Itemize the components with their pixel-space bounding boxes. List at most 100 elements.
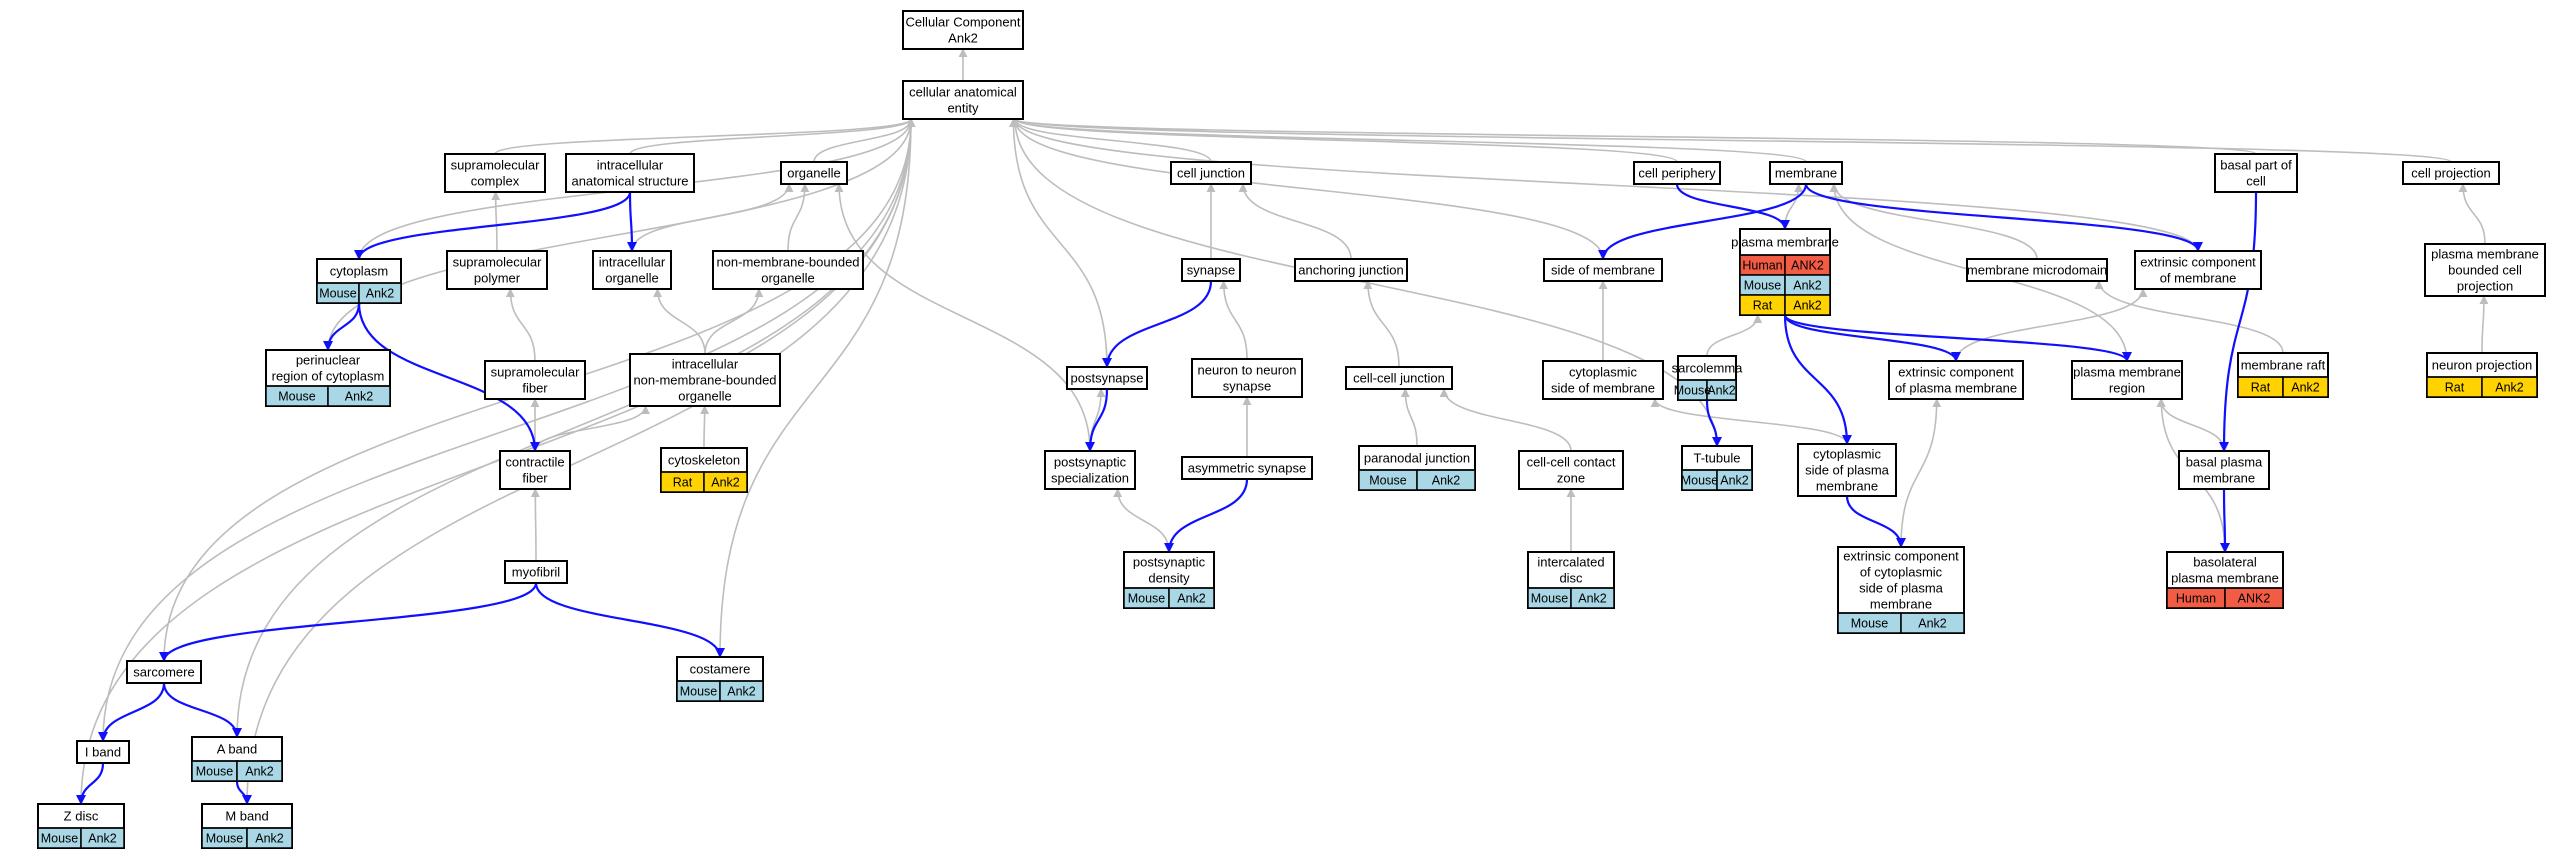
gene-label: Ank2 [1793, 279, 1822, 293]
node-label-line: basal part of [2220, 158, 2292, 173]
part-of-edge-myofibril-costamere [534, 582, 725, 658]
is-a-edge-sarcolemma-plasmamem [1706, 314, 1763, 357]
species-label: Mouse [278, 390, 316, 404]
is-a-edge-psd-pss [1113, 488, 1170, 553]
node-box [629, 353, 781, 407]
node-inmbo[interactable]: intracellularnon-membrane-boundedorganel… [629, 353, 781, 407]
species-label: Mouse [319, 287, 357, 301]
node-label-line: postsynaptic [1054, 455, 1127, 470]
is-a-edge-mband-cae [246, 118, 916, 805]
species-label: Mouse [1369, 474, 1407, 488]
node-label-line: membrane [1775, 166, 1837, 181]
part-of-edge-postsynapse-pss [1085, 388, 1109, 452]
node-synapse[interactable]: synapse [1181, 258, 1241, 282]
part-of-edge-basalpm-basolateral [2219, 488, 2230, 553]
species-label: Rat [2251, 381, 2271, 395]
gene-label: Ank2 [1432, 474, 1461, 488]
node-sarcomere[interactable]: sarcomere [126, 660, 202, 684]
node-label-line: anchoring junction [1298, 263, 1404, 278]
node-cellperiphery[interactable]: cell periphery [1633, 161, 1721, 185]
gene-label: Ank2 [1578, 592, 1607, 606]
node-box [1345, 366, 1453, 390]
node-label-line: membrane [1870, 597, 1932, 612]
is-a-edge-cytoskeleton-inmbo [700, 405, 710, 449]
part-of-edge-sarcolemma-ttubule [1705, 399, 1722, 447]
node-box [1170, 161, 1252, 185]
species-label: Mouse [1674, 384, 1712, 398]
node-label-line: I band [85, 745, 121, 760]
node-memmicro[interactable]: membrane microdomain [1966, 258, 2108, 282]
node-label-line: supramolecular [451, 158, 541, 173]
node-label-line: side of plasma [1805, 463, 1890, 478]
is-a-edge-anchoring-celljunction [1238, 183, 1352, 260]
node-asymsyn[interactable]: asymmetric synapse [1181, 456, 1313, 480]
node-iband[interactable]: I band [76, 740, 130, 764]
node-label-line: non-membrane-bounded [716, 255, 859, 270]
node-myofibril[interactable]: myofibril [504, 560, 568, 584]
node-box [902, 80, 1024, 120]
node-label-line: plasma membrane [2073, 365, 2181, 380]
is-a-edge-memmicro-membrane [1829, 183, 2038, 260]
species-label: Mouse [196, 765, 234, 779]
node-label-line: synapse [1223, 379, 1271, 394]
part-of-edge-sarcomere-aband [162, 682, 242, 738]
part-of-edge-cytosidepm-ecpcsm [1845, 495, 1906, 548]
node-label-line: cell-cell contact [1527, 455, 1616, 470]
node-label-line: cell periphery [1638, 166, 1716, 181]
part-of-edge-plasmamem-cytosidepm [1783, 314, 1852, 445]
node-box [126, 660, 202, 684]
gene-label: Ank2 [2495, 381, 2524, 395]
species-label: Rat [673, 476, 693, 490]
species-label: Rat [1753, 299, 1773, 313]
node-label-line: contractile [505, 455, 564, 470]
node-sideofmem[interactable]: side of membrane [1543, 258, 1663, 282]
node-cellcell[interactable]: cell-cell junction [1345, 366, 1453, 390]
node-anchoring[interactable]: anchoring junction [1294, 258, 1408, 282]
node-postsynapse[interactable]: postsynapse [1066, 366, 1148, 390]
node-organelle[interactable]: organelle [780, 161, 848, 185]
node-membrane[interactable]: membrane [1769, 161, 1843, 185]
node-box [1518, 450, 1624, 490]
node-cellprojection[interactable]: cell projection [2402, 161, 2500, 185]
is-a-edge-pmbcp-cellprojection [2458, 183, 2486, 245]
node-celljunction[interactable]: cell junction [1170, 161, 1252, 185]
gene-label: Ank2 [366, 287, 395, 301]
